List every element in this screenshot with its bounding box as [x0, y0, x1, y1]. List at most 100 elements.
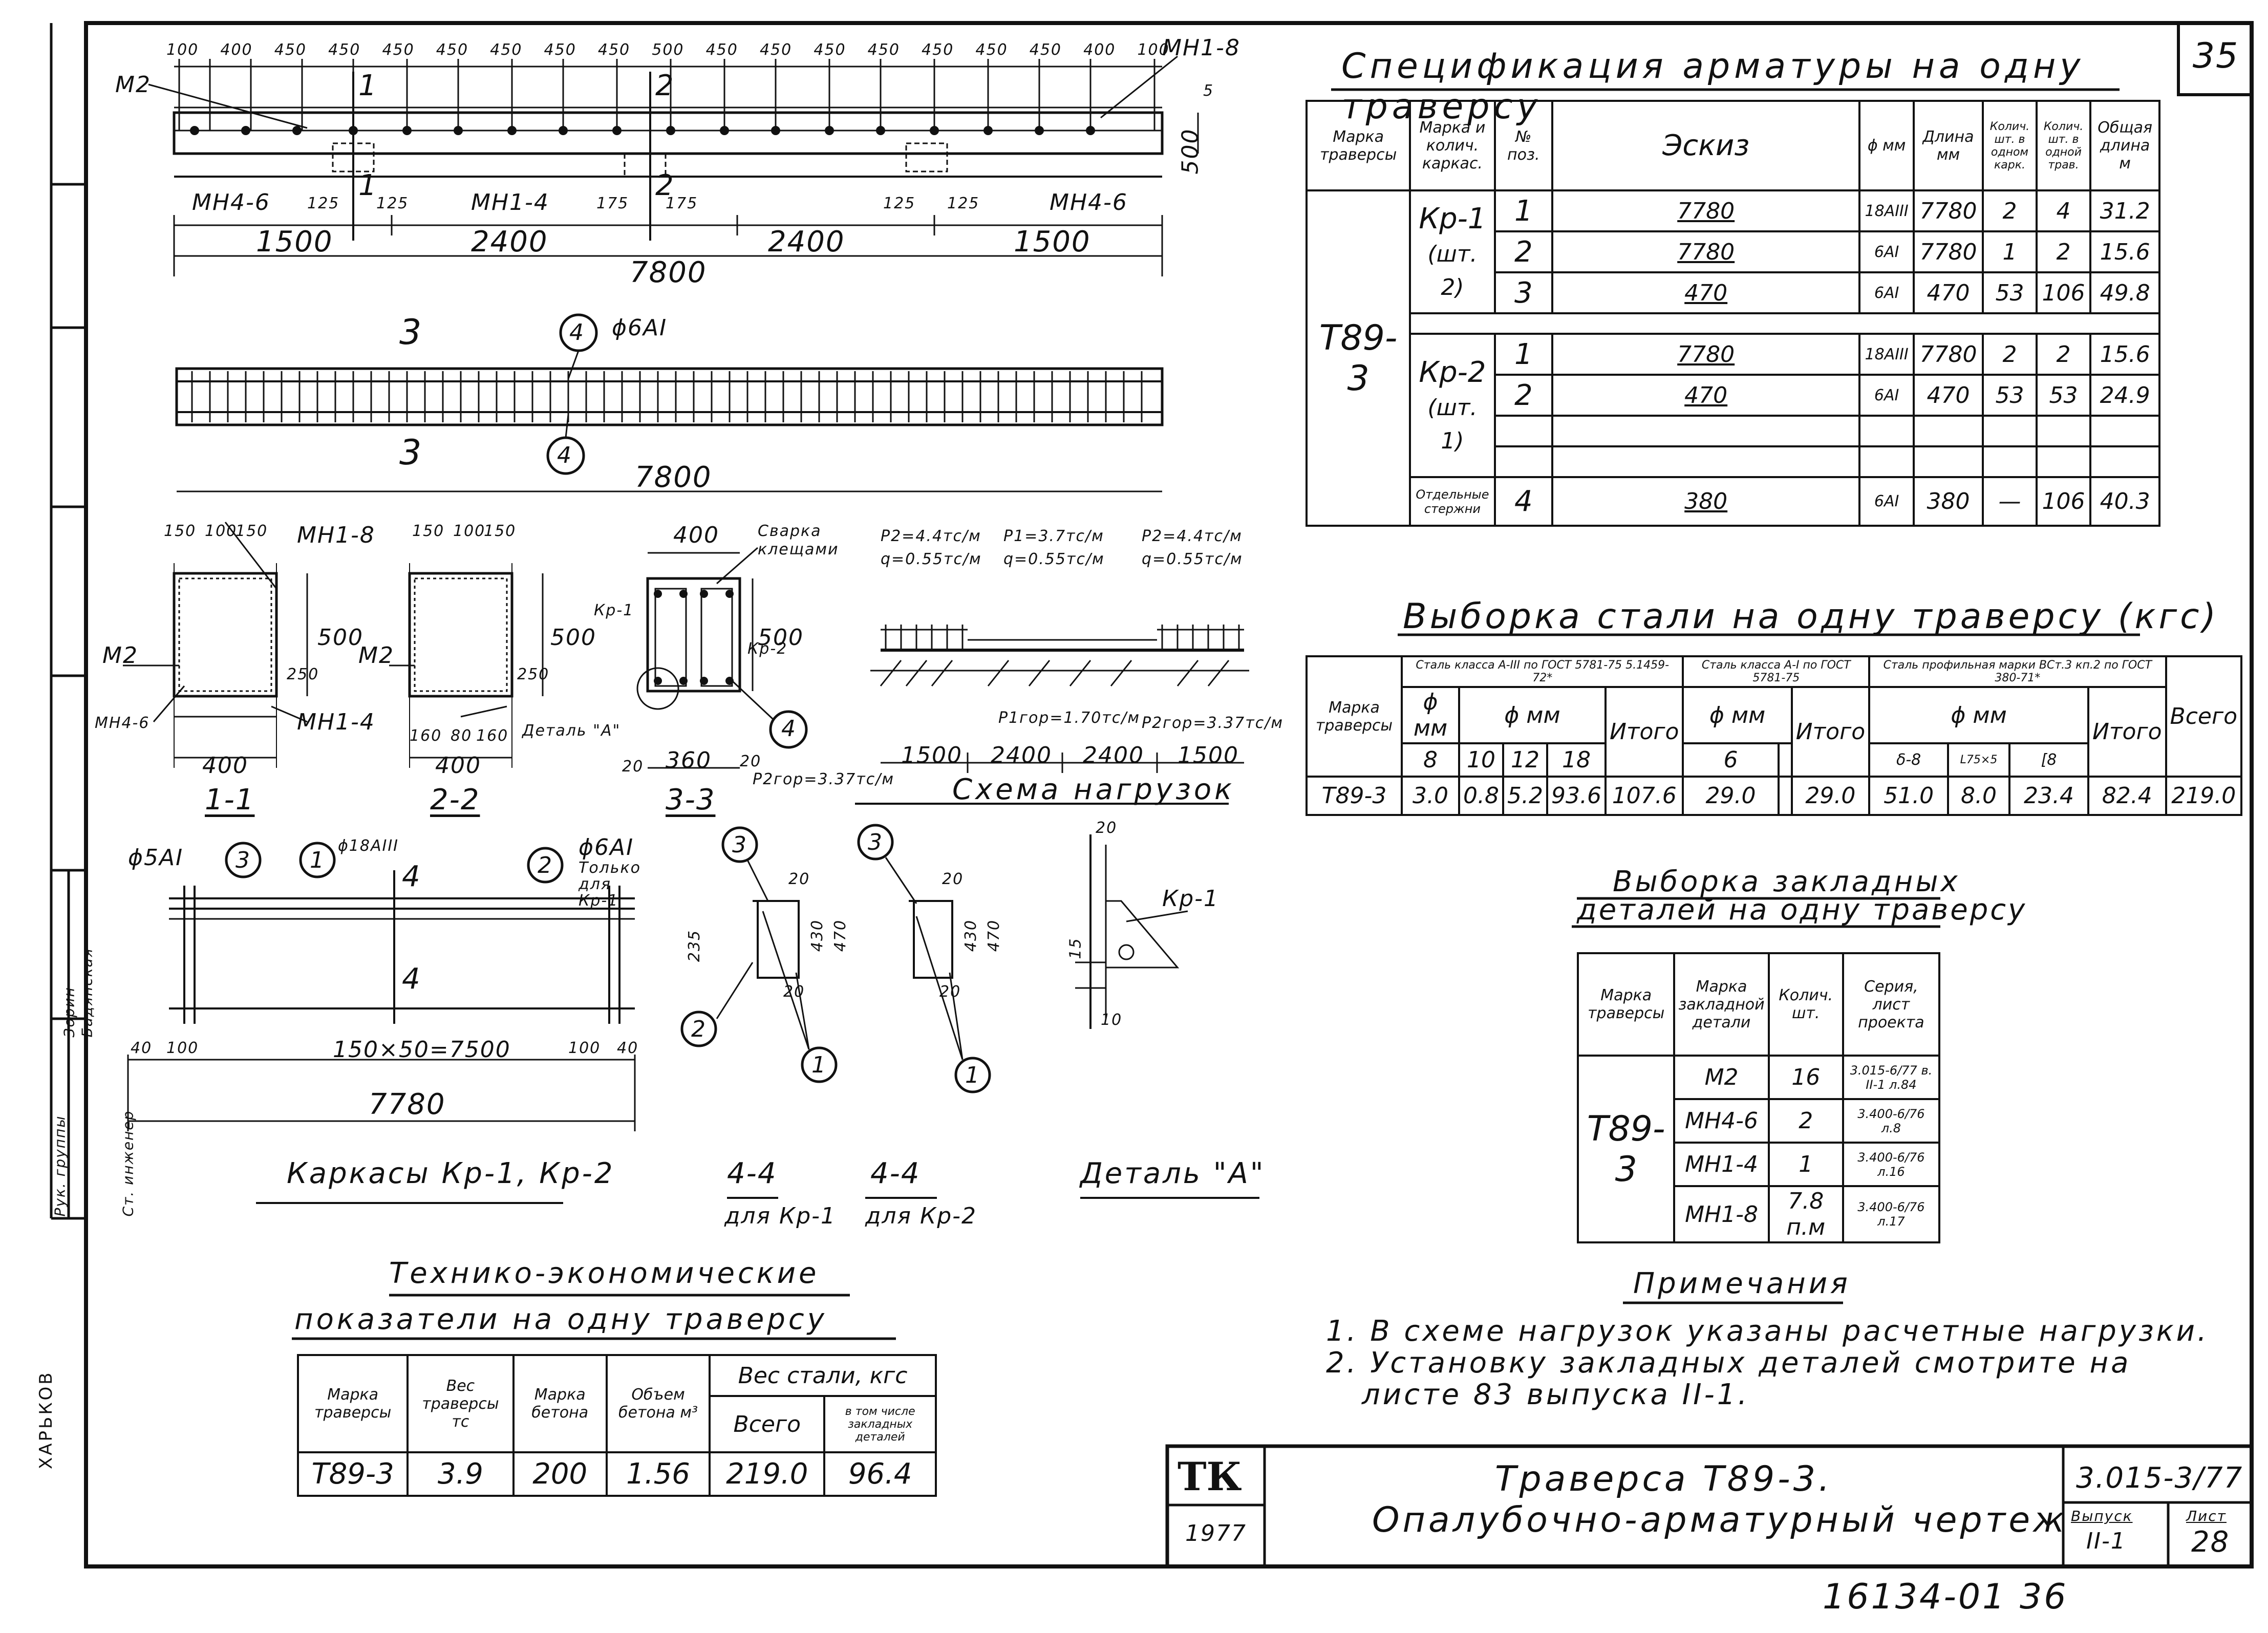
stamp-role-1: Рук. группы: [51, 1115, 69, 1217]
s1-title: 1-1: [205, 783, 255, 816]
s2-dim-150b: 150: [484, 522, 517, 540]
reaction-p2-left: P2гор=3.37тс/м: [753, 770, 894, 788]
dim-label: 450: [1029, 41, 1062, 59]
spec-h-n1: Колич. шт. в одном карк.: [1982, 100, 2038, 191]
s2-dim-250: 250: [517, 665, 550, 683]
cell-pos: 4: [1493, 476, 1553, 527]
cage-title: Каркасы Кр-1, Кр-2: [287, 1157, 615, 1190]
tech-h-concrete: Марка бетона: [512, 1354, 608, 1453]
dim-label: 450: [544, 41, 576, 59]
steel-dia: L75×5: [1947, 742, 2010, 778]
d2-pos-1: 1: [965, 1062, 980, 1088]
d1-title: 4-4: [727, 1157, 777, 1190]
load-p2-left: P2=4.4тс/м: [881, 527, 981, 545]
cell-dia: 6АI: [1858, 476, 1915, 527]
steel-dia: δ-8: [1868, 742, 1950, 778]
dim-175-b: 175: [666, 195, 698, 212]
s2-dim-160b: 160: [476, 727, 509, 745]
cage-label-d6: ϕ6АI: [579, 834, 634, 861]
cell-pos: 1: [1493, 333, 1553, 376]
dim-label: 100: [166, 41, 199, 59]
emb-ref: 3.400-6/76 л.8: [1842, 1098, 1941, 1144]
cage-dim-100-left: 100: [166, 1039, 199, 1057]
s1-dim-150b: 150: [236, 522, 268, 540]
title-sheet-label: Лист: [2186, 1508, 2227, 1524]
mark-mn1-8: МН1-8: [1162, 35, 1240, 61]
steel-h-dia-a1: ϕ мм: [1682, 686, 1793, 744]
spec-row: Т89-3 Кр-1(шт. 2) 1 7780 18АIII 7780 2 4…: [1305, 189, 2160, 527]
steel-cell-mark: Т89-3: [1306, 776, 1403, 816]
corner-number: 35: [2192, 36, 2239, 76]
s1-dim-500: 500: [317, 625, 363, 651]
embedded-row: МН4-6 2 3.400-6/76 л.8: [1578, 1098, 1941, 1144]
cell-dia: 18АIII: [1858, 333, 1915, 376]
emb-qty: 1: [1767, 1142, 1844, 1187]
plan-section-mark-bottom: 3: [399, 433, 423, 473]
emb-mark: Т89-3: [1576, 1055, 1676, 1243]
spec-h-n2: Колич. шт. в одной трав.: [2035, 100, 2092, 191]
cage-section-mark-bottom: 4: [402, 962, 421, 996]
steel-h-a3: Сталь класса А-III по ГОСТ 5781-75 5.145…: [1400, 655, 1684, 688]
dim-label: 450: [274, 41, 307, 59]
da-dim-20: 20: [1096, 819, 1118, 837]
steel-dia-empty: [1777, 742, 1793, 778]
cell-empty: [2089, 415, 2160, 447]
steel-h-a3-text: Сталь класса А-III по ГОСТ 5781-75: [1416, 659, 1622, 672]
section-mark-1-bottom: 1: [358, 169, 378, 202]
tech-h-mark: Марка траверсы: [296, 1354, 409, 1453]
load-dim-2400-right: 2400: [1083, 742, 1144, 768]
s3-title: 3-3: [666, 783, 716, 816]
steel-h-a1: Сталь класса А-I по ГОСТ 5781-75: [1682, 655, 1871, 688]
steel-cell-total: 82.4: [2087, 776, 2167, 816]
reaction-p2-right: P2гор=3.37тс/м: [1142, 714, 1283, 732]
steel-cell-empty: [1777, 776, 1793, 816]
d2-dim-470: 470: [985, 919, 1003, 952]
s2-dim-150: 150: [412, 522, 445, 540]
cell-n1: 1: [1982, 230, 2038, 273]
elevation-drawing: [148, 55, 1199, 276]
s1-mark-mn4-6: МН4-6: [95, 714, 150, 732]
load-q-right: q=0.55тс/м: [1142, 550, 1243, 568]
cage-total: 7780: [369, 1088, 446, 1121]
d1-dim-470: 470: [831, 919, 850, 952]
tech-data-row: Т89-3 3.9 200 1.56 219.0 96.4: [296, 1451, 937, 1497]
tech-cell-steel: 219.0: [709, 1451, 826, 1497]
spec-group-kr1: Кр-1(шт. 2): [1409, 189, 1496, 314]
load-p1: P1=3.7тс/м: [1003, 527, 1104, 545]
cell-empty: [2089, 445, 2160, 478]
tech-cell-mark: Т89-3: [296, 1451, 409, 1497]
plan-total: 7800: [635, 461, 712, 494]
elevation-spacing-row: 100 400 450 450 450 450 450 450 450 500 …: [166, 41, 1170, 59]
spec-spacer-row: [1307, 312, 2160, 335]
dim-label: 450: [328, 41, 361, 59]
steel-h-total-2: Итого: [1790, 686, 1871, 778]
steel-header-row-1: Марка траверсы Сталь класса А-III по ГОС…: [1306, 655, 2243, 778]
d1-pos-3: 3: [732, 832, 747, 858]
steel-cell: 5.2: [1502, 776, 1548, 816]
section-1-1: [123, 522, 308, 768]
steel-h-prof: Сталь профильная марки ВСт.3 кп.2 по ГОС…: [1868, 655, 2167, 688]
cell-empty: [1912, 445, 1984, 478]
cell-empty: [1912, 415, 1984, 447]
s3-dim-360: 360: [666, 747, 712, 773]
spec-empty-row: [1307, 415, 2160, 447]
cell-empty: [1551, 415, 1861, 447]
dim-total-7800: 7800: [630, 256, 707, 289]
emb-item: МН4-6: [1673, 1098, 1770, 1144]
dim-label: 450: [490, 41, 523, 59]
cell-n2: 106: [2035, 476, 2092, 527]
emb-h-qty: Колич. шт.: [1767, 952, 1844, 1057]
cage-pos-3: 3: [236, 847, 251, 873]
steel-header-row-2: ϕ мм ϕ мм Итого ϕ мм Итого ϕ мм Итого: [1307, 686, 2241, 778]
note-item: 1. В схеме нагрузок указаны расчетные на…: [1326, 1315, 2209, 1348]
tech-h-volume: Объем бетона м³: [605, 1354, 711, 1453]
emb-item: МН1-4: [1673, 1142, 1770, 1187]
title-issue-label: Выпуск: [2071, 1508, 2133, 1524]
steel-h-dia-8: ϕ мм: [1400, 686, 1461, 744]
cell-dia: 6АI: [1858, 230, 1915, 273]
cell-n2: 53: [2035, 374, 2092, 417]
dim-label: 400: [220, 41, 253, 59]
d1-pos-1: 1: [811, 1052, 827, 1078]
embedded-title-2: деталей на одну траверсу: [1577, 893, 2027, 927]
dim-175-a: 175: [596, 195, 629, 212]
